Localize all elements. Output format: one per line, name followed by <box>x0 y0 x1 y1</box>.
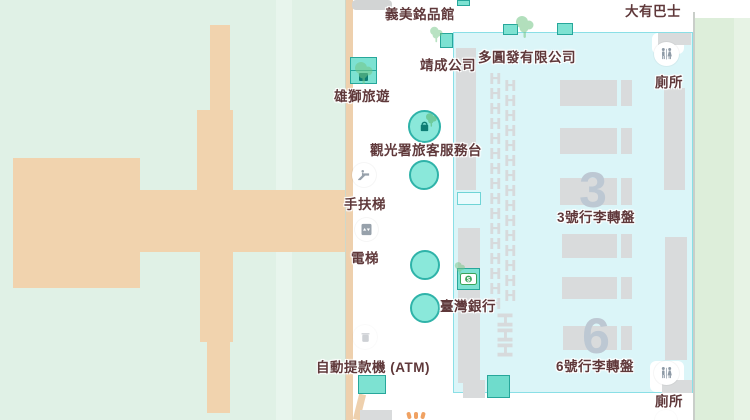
building-block-square <box>13 158 140 288</box>
partial-label-callout <box>352 0 392 10</box>
building-column-top <box>210 25 230 115</box>
label-jingcheng[interactable]: 靖成公司 <box>420 58 476 73</box>
store-unit-icon[interactable] <box>557 23 573 35</box>
partial-icon-bottom-edge <box>655 410 677 420</box>
toilet-icon[interactable] <box>654 42 679 66</box>
carousel6-belt-end <box>621 234 632 258</box>
carousel3-belt-segment <box>560 128 617 154</box>
atm-booth-icon[interactable] <box>358 375 386 394</box>
seat-row-rotated-3: H <box>492 341 517 359</box>
small-unit-outline <box>457 192 481 205</box>
bank-note-icon: $ <box>460 273 477 285</box>
hall-pillar-right-lower <box>665 237 687 360</box>
wall-block-bottom-left <box>360 410 392 420</box>
service-desk-icon[interactable] <box>408 110 441 143</box>
terminal-left-wall <box>345 0 353 420</box>
carousel3-belt-end <box>621 80 632 106</box>
label-toilet-bottom[interactable]: 廁所 <box>655 394 683 409</box>
label-toilet-top[interactable]: 廁所 <box>655 75 683 90</box>
label-elevator[interactable]: 電梯 <box>351 251 379 266</box>
carousel3-belt-end <box>621 178 632 205</box>
escalator-icon[interactable] <box>352 163 376 187</box>
carousel6-number: 6 <box>582 308 610 364</box>
hall-pillar-right-upper <box>664 88 685 190</box>
jingcheng-store-icon[interactable] <box>440 33 453 48</box>
pillar-circle <box>410 250 440 280</box>
tree-icon <box>355 62 373 84</box>
toilet-icon[interactable] <box>654 361 679 385</box>
label-atm[interactable]: 自動提款機 (ATM) <box>316 360 430 375</box>
carousel6-belt-segment <box>563 326 617 350</box>
label-tourist-service[interactable]: 觀光署旅客服務台 <box>370 143 482 158</box>
seat-column-right: H H H H H H H H H H H H H H H <box>504 77 517 305</box>
building-arm <box>140 190 352 252</box>
trash-icon <box>353 325 377 349</box>
hall-grey-kiosk-bottom <box>463 380 485 398</box>
label-yimei[interactable]: 義美銘品館 <box>385 7 455 22</box>
carousel6-belt-segment <box>562 277 617 299</box>
park-area-right-light-band <box>734 18 750 420</box>
hall-teal-kiosk-bottom[interactable] <box>487 375 510 398</box>
shopping-bag-icon <box>420 121 429 132</box>
carousel3-number: 3 <box>579 162 607 218</box>
building-column-upper-wide <box>197 110 233 192</box>
label-dayou-bus[interactable]: 大有巴士 <box>625 4 681 19</box>
tree-icon <box>516 16 534 38</box>
carousel6-belt-end <box>621 326 632 350</box>
bank-icon[interactable]: $ <box>457 268 480 290</box>
carousel3-belt-segment <box>560 80 617 106</box>
label-escalator[interactable]: 手扶梯 <box>344 197 386 212</box>
tree-icon <box>454 262 465 275</box>
building-column-bottom <box>207 341 230 413</box>
pillar-circle <box>410 293 440 323</box>
wall-bar-upper <box>456 48 476 190</box>
label-carousel6[interactable]: 6號行李轉盤 <box>555 359 635 374</box>
carousel3-belt-end <box>621 128 632 154</box>
building-column-lower-wide <box>200 252 233 342</box>
pillar-circle <box>409 160 439 190</box>
svg-text:$: $ <box>467 276 471 283</box>
seat-column-left: H H H H H H H H H H H H H H H H <box>489 70 502 313</box>
park-area-right <box>695 18 750 420</box>
carousel3-belt-segment <box>560 178 617 205</box>
store-unit-icon[interactable] <box>503 24 518 35</box>
label-carousel3[interactable]: 3號行李轉盤 <box>556 210 636 225</box>
elevator-icon[interactable] <box>355 218 378 241</box>
label-bank[interactable]: 臺灣銀行 <box>440 299 496 314</box>
tree-icon <box>425 113 437 127</box>
carousel6-belt-segment <box>562 234 617 258</box>
tree-icon <box>430 26 443 43</box>
store-unit-icon[interactable] <box>457 0 470 6</box>
label-duoyuanfa[interactable]: 多圓發有限公司 <box>478 50 576 65</box>
terminal-right-wall-line <box>693 12 695 420</box>
carousel6-belt-end <box>621 277 632 299</box>
label-lion-travel[interactable]: 雄獅旅遊 <box>334 89 390 104</box>
